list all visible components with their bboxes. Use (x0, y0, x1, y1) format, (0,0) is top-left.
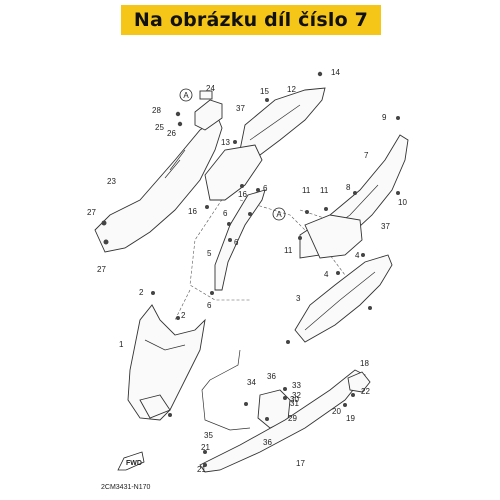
callout: 32 (292, 391, 301, 400)
callout: 30 (290, 395, 299, 404)
highlight-banner: Na obrázku díl číslo 7 (121, 5, 381, 35)
part-1-front-cover (127, 304, 206, 421)
callout: 11 (284, 246, 293, 255)
callout: 10 (398, 198, 407, 207)
part-17-lower-rail (199, 369, 366, 473)
part-37-lower-insert (304, 214, 363, 259)
callout: 35 (204, 431, 213, 440)
fwd-arrow-icon: FWD (117, 451, 145, 471)
part-3-lower-cover (294, 254, 393, 343)
callout: 6 (263, 184, 268, 193)
callout: 2 (181, 311, 186, 320)
callout: 24 (206, 84, 215, 93)
callout: 17 (296, 459, 305, 468)
callout-labels: 1 2 2 3 4 4 5 6 6 6 6 7 8 9 10 11 11 11 … (87, 68, 407, 474)
callout: 8 (346, 183, 351, 192)
part-24-bracket (194, 99, 223, 131)
callout: 36 (267, 372, 276, 381)
part-35-wire (201, 349, 251, 431)
callout: 21 (201, 443, 210, 452)
callout: 27 (87, 208, 96, 217)
callout: 28 (152, 106, 161, 115)
callout: 36 (263, 438, 272, 447)
fastener-group (101, 71, 400, 467)
fwd-label: FWD (126, 460, 142, 467)
part-22-bracket (347, 371, 371, 393)
part-5-strip (214, 189, 266, 291)
callout: 13 (221, 138, 230, 147)
callout: 20 (332, 407, 341, 416)
callout: 37 (381, 222, 390, 231)
callout: 34 (247, 378, 256, 387)
callout: 29 (288, 414, 297, 423)
callout: 12 (287, 85, 296, 94)
callout: 7 (364, 151, 369, 160)
callout: 16 (238, 190, 247, 199)
ref-mark-a: A (183, 91, 189, 100)
callout: 4 (355, 251, 360, 260)
callout: 4 (324, 270, 329, 279)
callout: 6 (223, 209, 228, 218)
part-24-grommet (199, 90, 213, 100)
callout: 16 (188, 207, 197, 216)
callout: 5 (207, 249, 212, 258)
callout: 22 (361, 387, 370, 396)
callout: 25 (155, 123, 164, 132)
callout: 19 (346, 414, 355, 423)
callout: 15 (260, 87, 269, 96)
callout: 3 (296, 294, 301, 303)
callout: 31 (290, 399, 299, 408)
part-23-side-cover (94, 117, 223, 253)
callout: 27 (97, 265, 106, 274)
callout: 33 (292, 381, 301, 390)
callout: 9 (382, 113, 387, 122)
reference-marks: A A (179, 88, 286, 221)
callout: 37 (236, 104, 245, 113)
callout: 26 (167, 129, 176, 138)
callout: 6 (234, 238, 239, 247)
callout: 11 (320, 186, 329, 195)
callout: 2 (139, 288, 144, 297)
callout: 18 (360, 359, 369, 368)
callout: 6 (207, 301, 212, 310)
callout: 11 (302, 186, 311, 195)
callout: 14 (331, 68, 340, 77)
drawing-code: 2CM3431-N170 (101, 484, 151, 491)
callout: 1 (119, 340, 124, 349)
ref-mark-a: A (276, 210, 282, 219)
part-16-inner-panel (204, 144, 263, 201)
banner-text: Na obrázku díl číslo 7 (133, 9, 369, 31)
callout: 21 (197, 465, 206, 474)
callout: 23 (107, 177, 116, 186)
